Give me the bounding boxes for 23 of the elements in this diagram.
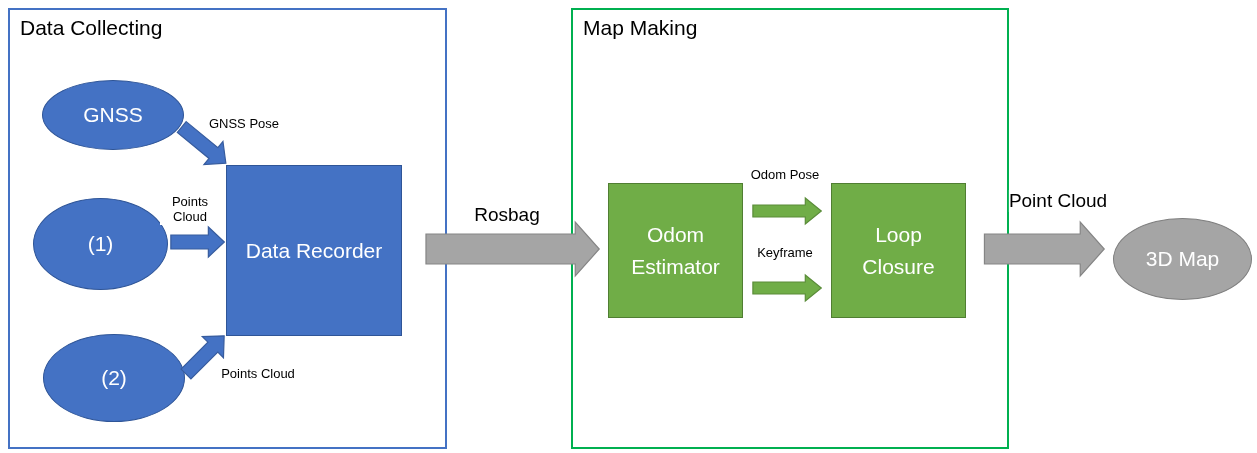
- edge-label: Point Cloud: [1008, 190, 1108, 212]
- process-box: [608, 183, 743, 318]
- group-frame: [8, 8, 447, 449]
- block-arrow: [752, 273, 823, 303]
- node-label: (1): [86, 231, 115, 258]
- block-arrow: [170, 225, 226, 259]
- block-arrow: [983, 220, 1106, 278]
- block-arrow: [752, 196, 823, 226]
- process-box: [226, 165, 402, 336]
- node-label: Data Recorder: [244, 237, 384, 264]
- group-title: Data Collecting: [20, 16, 163, 40]
- node-label: 3D Map: [1144, 246, 1221, 273]
- process-box: [831, 183, 966, 318]
- group-title: Map Making: [583, 16, 698, 40]
- block-arrow: [176, 120, 227, 166]
- group-frame: [571, 8, 1009, 449]
- edge-label: Keyframe: [757, 246, 813, 261]
- node-label: (2): [100, 365, 128, 392]
- node-label: GNSS: [82, 102, 144, 129]
- node-label: Loop Closure: [861, 222, 936, 280]
- block-arrow: [425, 220, 601, 278]
- block-arrow: [180, 335, 225, 380]
- node-label: Odom Estimator: [630, 222, 721, 280]
